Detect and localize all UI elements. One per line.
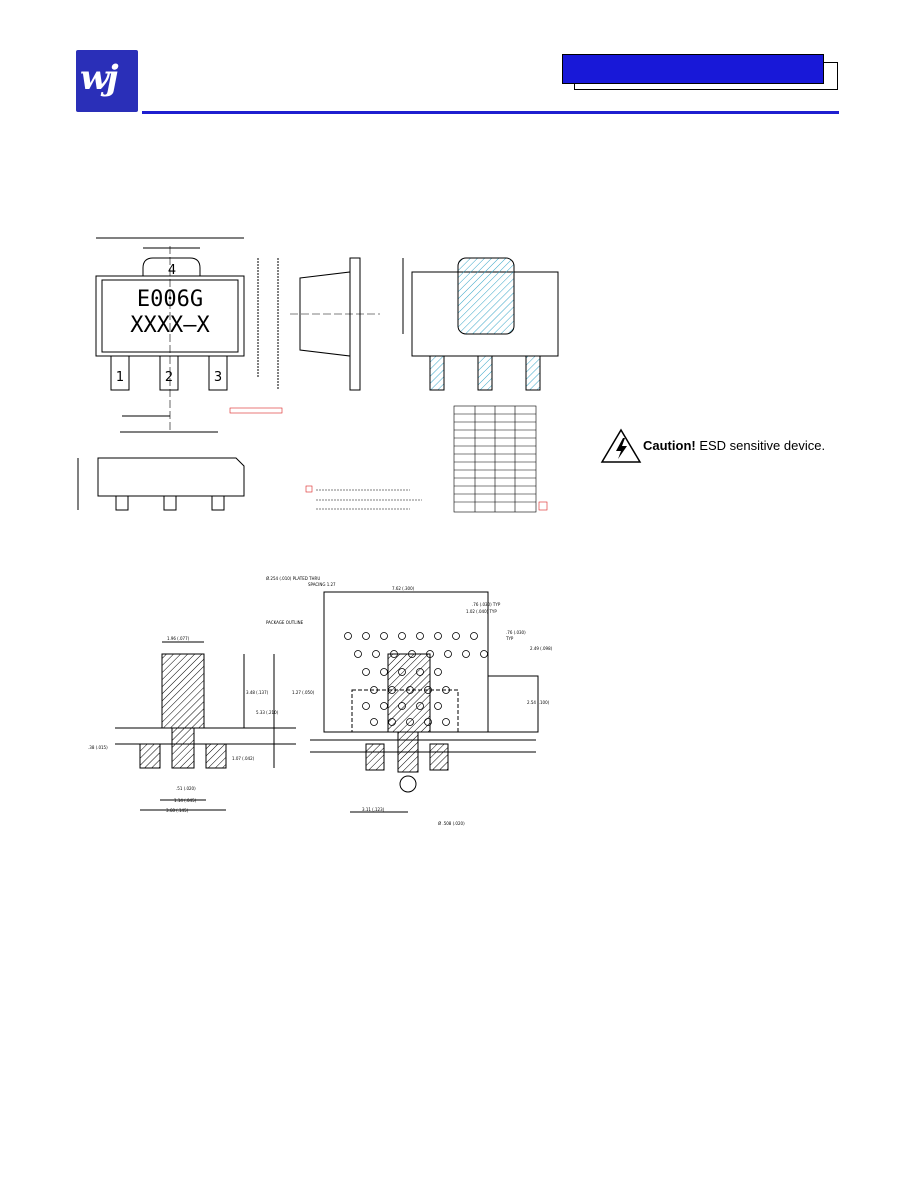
label-via-note: Ø.254 (.010) PLATED THRU — [266, 576, 320, 581]
pin-label-2: 2 — [165, 370, 173, 385]
label-height-left: 3.48 (.137) — [246, 690, 269, 695]
label-via-offset-2: TYP — [505, 636, 514, 641]
top-view — [95, 237, 279, 433]
pin-label-1: 1 — [116, 370, 124, 385]
marking-line-1: E006G — [137, 287, 203, 312]
mounting-labels: 1.96 (.077) 3.48 (.137) 5.33 (.210) .38 … — [88, 576, 553, 826]
label-width-top: 1.96 (.077) — [167, 636, 190, 641]
caution-label: Caution! — [643, 438, 696, 453]
label-via-pitch: 1.02 (.040) TYP — [466, 609, 497, 614]
header-rule — [142, 111, 839, 114]
label-via-spacing: .76 (.030) TYP — [472, 602, 501, 607]
esd-warning-icon — [600, 428, 642, 463]
caution-text: Caution! ESD sensitive device. — [643, 438, 825, 453]
label-right-h2: 2.54 (.100) — [527, 700, 550, 705]
label-left-offset: 1.27 (.050) — [292, 690, 315, 695]
pin-label-3: 3 — [214, 370, 222, 385]
mounting-right — [310, 591, 539, 813]
label-lead-gap: .38 (.015) — [88, 745, 108, 750]
package-marking: E006G XXXX–X — [130, 287, 210, 338]
side-view — [290, 257, 380, 391]
label-bottom-dim: 3.11 (.123) — [362, 807, 385, 812]
label-pitch: 1.14 (.045) — [174, 798, 197, 803]
company-logo: wj — [76, 50, 138, 112]
label-via-offset: .76 (.030) — [506, 630, 526, 635]
label-hole: Ø .508 (.020) — [438, 821, 465, 826]
notes-block — [229, 407, 422, 510]
label-lead-height: 1.07 (.042) — [232, 756, 255, 761]
label-pitch-small: .51 (.020) — [176, 786, 196, 791]
label-via-note-2: SPACING 1.27 — [308, 582, 336, 587]
caution-note: Caution! ESD sensitive device. — [600, 428, 840, 464]
mounting-left — [115, 641, 296, 811]
end-view — [77, 457, 245, 511]
marking-line-2: XXXX–X — [130, 313, 210, 338]
back-view — [402, 257, 559, 391]
label-package-outline: PACKAGE OUTLINE — [266, 620, 304, 625]
label-right-h1: 2.49 (.098) — [530, 646, 553, 651]
logo-text: wj — [80, 58, 119, 98]
dimension-table — [453, 405, 548, 513]
label-overall-width: 3.68 (.145) — [166, 808, 189, 813]
caution-message: ESD sensitive device. — [699, 438, 826, 453]
label-height-total: 5.33 (.210) — [256, 710, 279, 715]
label-board-width: 7.62 (.300) — [392, 586, 415, 591]
via-holes — [344, 632, 488, 726]
title-box — [562, 54, 824, 84]
pin-labels: 1 2 3 4 — [116, 263, 222, 385]
pin-label-4: 4 — [168, 263, 176, 278]
